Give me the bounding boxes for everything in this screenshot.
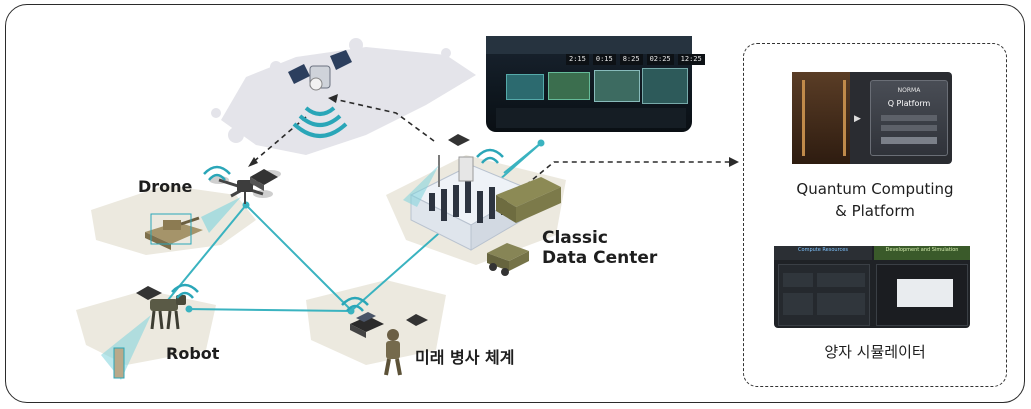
quantum-label-line2: & Platform [835,202,915,220]
dashed-link-datacenter-satellite [333,98,435,142]
classic-data-center-label: Classic Data Center [542,228,657,268]
quantum-panel: ▶ NORMA Q Platform Quantum Computing & P… [743,43,1007,387]
data-center-icon [403,155,561,251]
future-soldier-label: 미래 병사 체계 [415,348,515,367]
compute-resource-list [778,264,870,326]
link-datacenter [503,142,542,174]
robot-dog-icon [150,295,186,330]
screen-button [881,137,937,144]
quantum-computing-label: Quantum Computing & Platform [744,178,1006,222]
screen-brand: NORMA [897,87,921,94]
sim-left-title: Compute Resources [774,246,872,260]
wifi-icon [171,283,199,299]
screen-input [881,125,937,131]
monitor [548,72,590,100]
link-drone-soldier [245,204,352,311]
clock-display: 2:15 [566,54,589,65]
comm-device-icon [250,169,278,191]
military-truck-icon [487,243,529,276]
clock-display: 0:15 [592,54,616,65]
arrowhead-drone [248,157,258,167]
arrowhead-quantum [729,157,739,167]
quantum-simulator-image: Compute Resources Development and Simula… [774,246,970,328]
clock-display: 02:25 [646,54,674,65]
monitor [642,68,688,104]
satellite-icon [288,50,352,138]
drone-label: Drone [138,177,193,196]
simulation-editor [876,264,968,326]
clock-display: 8:25 [619,54,643,65]
classic-label-line1: Classic [542,228,608,248]
network-links [167,94,739,315]
screen-title: Q Platform [887,99,931,108]
robot-label: Robot [166,344,220,363]
sim-right-title: Development and Simulation [874,246,970,260]
ceiling [486,36,692,54]
wifi-icon [476,148,504,164]
dashed-link-datacenter-quantum [525,161,734,186]
comm-device-icon [448,134,470,146]
classic-label-line2: Data Center [542,248,658,268]
drone-scan-beam [201,197,241,233]
screen-input [881,115,937,121]
link-drone-robot [167,204,247,301]
console-desk [496,108,686,128]
tactical-laptop-icon [350,312,384,338]
quantum-simulator-label: 양자 시뮬레이터 [824,343,926,361]
comm-device-icon [136,286,162,300]
arrow-right-icon: ▶ [854,114,861,124]
monitor [594,70,640,102]
quantum-platform-image: ▶ NORMA Q Platform [792,72,952,164]
quantum-computer-image [792,72,850,164]
q-platform-screen: NORMA Q Platform [870,80,948,156]
robot-scan-beam [101,315,151,380]
clock-display: 12:25 [677,54,705,65]
tank-icon [145,213,203,250]
link-robot-soldier [185,308,352,312]
arrowhead-satellite [328,94,338,103]
soldier-icon [384,329,402,376]
quantum-label-line1: Quantum Computing [796,180,954,198]
monitor [506,74,544,100]
wifi-icon [341,296,369,312]
wifi-icon [203,165,231,181]
comm-device-icon [406,314,428,326]
sky-cloud [211,38,476,155]
circuit-preview [897,279,953,307]
